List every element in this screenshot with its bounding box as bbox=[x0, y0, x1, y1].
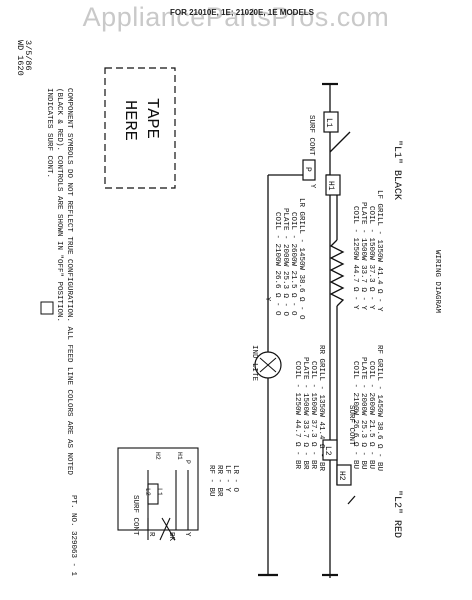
lf-line-3: PLATE - 1500W 33.7 Ω - Y bbox=[359, 202, 367, 311]
legend-terminal-p: P bbox=[184, 460, 191, 464]
rf-line-2: COIL - 2600W 21.5 Ω - BU bbox=[367, 361, 375, 469]
legend-item-rr: RR - BR bbox=[215, 465, 223, 497]
surf-cont-right-label: SURF CONT bbox=[347, 405, 355, 446]
h2-terminal bbox=[336, 464, 352, 486]
lr-line-1: LR GRILL - 1450W 38.6 Ω - O bbox=[297, 198, 305, 320]
surf-cont-legend-box bbox=[117, 447, 199, 531]
rf-line-1: RF GRILL - 1450W 38.6 Ω - BU bbox=[375, 345, 383, 471]
code-label: WD 1620 bbox=[15, 40, 25, 76]
wire-y-label-coil: Y bbox=[263, 297, 271, 302]
p-terminal bbox=[302, 159, 316, 181]
l2-red-label: "L2" RED bbox=[391, 490, 403, 538]
l1-box-label: L1 bbox=[324, 118, 333, 128]
lf-line-2: COIL - 1500W 37.3 Ω - Y bbox=[367, 206, 375, 310]
legend-terminal-h1: H1 bbox=[176, 452, 183, 460]
legend-item-rf: RF - BU bbox=[207, 465, 215, 497]
rf-line-4: COIL - 2100W 26.6 Ω - BU bbox=[351, 361, 359, 469]
here-label: HERE bbox=[120, 100, 139, 141]
wire-y-label-p: Y bbox=[308, 184, 316, 189]
l1-black-label: "L1" BLACK bbox=[391, 140, 403, 200]
part-number: PT. NO. 329063 - 1 bbox=[69, 495, 77, 577]
rr-line-2: COIL - 1500W 37.3 Ω - BR bbox=[309, 361, 317, 470]
legend-item-lf: LF - Y bbox=[223, 465, 231, 493]
legend-wire-bk: BK bbox=[167, 532, 175, 542]
note-line-3: INDICATES SURF CONT. bbox=[45, 88, 53, 178]
tape-label: TAPE bbox=[142, 98, 161, 139]
watermark: AppliancePartsPros.com bbox=[82, 2, 390, 32]
legend-terminal-l1: L1 bbox=[156, 488, 163, 496]
legend-wire-r: R bbox=[147, 532, 155, 537]
h1-box-label: H1 bbox=[326, 181, 335, 191]
diagram-title: WIRING DIAGRAM bbox=[433, 250, 441, 314]
tape-box bbox=[104, 67, 176, 189]
model-header: FOR 21010E, 1E; 21020E, 1E MODELS bbox=[169, 8, 315, 17]
lr-line-3: PLATE - 2000W 25.3 Ω - O bbox=[281, 208, 289, 317]
date-label: 3/5/86 bbox=[23, 40, 33, 71]
ind-lite-label: IND LITE bbox=[250, 345, 258, 382]
l2-switch bbox=[347, 495, 356, 505]
l1-terminal bbox=[323, 111, 339, 133]
rf-line-3: PLATE - 2000W 25.3 Ω - BU bbox=[359, 357, 367, 470]
l2-box-label: L2 bbox=[323, 446, 332, 456]
h2-box-label: H2 bbox=[337, 471, 346, 481]
lr-line-2: COIL - 2600W 21.5 Ω - O bbox=[289, 212, 297, 316]
surf-cont-symbol bbox=[40, 301, 54, 315]
p-box-label: P bbox=[303, 167, 312, 172]
lf-line-4: COIL - 1250W 44.7 Ω - Y bbox=[351, 206, 359, 310]
h1-terminal bbox=[325, 174, 341, 196]
l1-switch bbox=[329, 131, 351, 153]
lf-line-1: LF GRILL - 1350W 41.4 Ω - Y bbox=[375, 190, 383, 312]
heating-element bbox=[329, 239, 345, 307]
legend-item-lr: LR - O bbox=[231, 465, 239, 493]
rr-line-3: PLATE - 1500W 33.7 Ω - BR bbox=[301, 357, 309, 470]
l2-terminal bbox=[322, 439, 338, 461]
rr-line-4: COIL - 1250W 44.7 Ω - BR bbox=[293, 361, 301, 470]
legend-surf-cont-label: SURF CONT bbox=[131, 495, 139, 536]
legend-terminal-h2: H2 bbox=[154, 452, 161, 460]
legend-terminal-l2: L2 bbox=[144, 488, 151, 496]
note-line-2: (BLACK & RED). CONTROLS ARE SHOWN IN "OF… bbox=[55, 88, 63, 322]
lr-line-4: COIL - 2100W 26.6 Ω - O bbox=[273, 212, 281, 316]
legend-wire-y: Y bbox=[183, 532, 191, 537]
rr-line-1: RR GRILL - 1350W 41.4 Ω - BR bbox=[317, 345, 325, 472]
note-line-1: COMPONENT SYMBOLS DO NOT REFLECT TRUE CO… bbox=[65, 88, 73, 476]
surf-cont-left-label: SURF CONT bbox=[307, 115, 315, 156]
